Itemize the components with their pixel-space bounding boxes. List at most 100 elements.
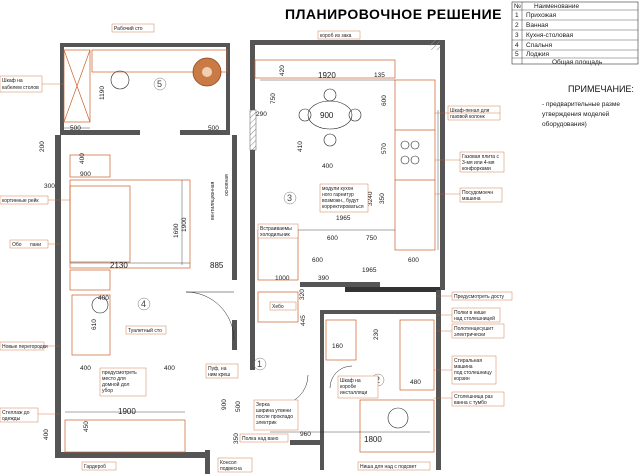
callout-label: газовой колонк [450, 113, 485, 120]
callout-label: Пуф, на [208, 366, 227, 372]
callout-label: электрик [256, 420, 277, 426]
callout-label: Туалетный сто [128, 327, 162, 334]
callout-label: Столешница раз [454, 394, 493, 400]
dimension-label: 500 [235, 401, 242, 412]
dimension-label: 1190 [99, 86, 106, 100]
dimension-label: 350 [379, 193, 386, 204]
note-block: ПРИМЕЧАНИЕ: - предварительные разме утве… [542, 84, 634, 128]
callout-label: кортинные рейк [2, 197, 39, 204]
dimension-label: 230 [373, 329, 380, 340]
dimension-label: 1690 [173, 223, 180, 238]
dimension-label: 400 [98, 295, 109, 302]
callout-label: под столешницу [454, 370, 492, 376]
callout-label: 3-мя или 4-мя [462, 160, 495, 166]
dimension-label: 610 [91, 319, 98, 330]
dimension-lines [64, 79, 439, 433]
legend-row-no: 3 [515, 32, 519, 39]
column [430, 40, 440, 50]
callout-label: Шкаф на [2, 78, 23, 84]
note-line: - предварительные разме [542, 101, 620, 108]
callout-label: Гардероб [84, 464, 106, 470]
callout-label: ного гарнитур [322, 192, 354, 198]
dimension-label: 200 [39, 141, 46, 152]
callout-label: Зерка [256, 402, 270, 408]
dimension-label: 420 [279, 65, 286, 76]
callout-label: Полотенцесушит [454, 326, 494, 332]
dimension-label: 900 [221, 399, 228, 410]
callout-label: основная [224, 174, 230, 196]
dimension-label: 300 [44, 183, 55, 190]
callout-label: одежды [2, 416, 21, 422]
legend-total: Общая площадь [552, 58, 603, 66]
dimension-label: 960 [300, 431, 311, 438]
callout-label: пани [30, 242, 41, 248]
dimension-label: 1000 [275, 275, 290, 282]
callout-label: машина [462, 196, 481, 202]
callout-label: короб из зака [320, 33, 352, 39]
dimension-label: 400 [43, 429, 50, 440]
legend-header-name: Наименование [534, 3, 579, 10]
dimension-label: 135 [374, 72, 385, 79]
walls [55, 40, 445, 474]
callout-label: Консол [220, 460, 237, 466]
dimension-label: 885 [210, 261, 224, 270]
callout-label: вентиляционная [210, 181, 216, 220]
legend-row-name: Прихожая [526, 12, 557, 19]
room-number: 4 [141, 299, 146, 309]
note-line: оборудования) [542, 120, 587, 128]
callout-label: Новые перегородки [2, 344, 48, 350]
dimension-label: 600 [408, 257, 419, 264]
dimension-label: 480 [410, 379, 421, 386]
callout-label: Стиральная [454, 358, 482, 364]
dimension-label: 3240 [367, 191, 374, 206]
callout-label: ширина утвени [256, 408, 291, 414]
page-title: ПЛАНИРОВОЧНОЕ РЕШЕНИЕ [285, 6, 502, 22]
callout-label: машина [454, 364, 473, 370]
dining-set [91, 70, 420, 429]
legend-row-no: 2 [515, 22, 519, 29]
dimension-label: 500 [208, 125, 219, 132]
dimension-label: 400 [79, 153, 86, 164]
dimension-label: 290 [256, 111, 267, 118]
room-number: 5 [157, 79, 162, 89]
dimension-label: 1900 [181, 217, 188, 232]
plant-center-icon [202, 67, 212, 77]
callout-label: корзин [454, 376, 470, 382]
callout-label: Посудомоечн [462, 190, 493, 196]
callout-label: место для [102, 376, 126, 382]
dimension-label: 410 [297, 141, 304, 152]
dimension-label: 1900 [118, 407, 136, 416]
dimension-label: 400 [80, 365, 91, 372]
dimension-label: 900 [320, 111, 334, 120]
callout-label: предусмотреть [102, 370, 137, 376]
callout-label: над столешницей [454, 315, 495, 322]
callout-label: Полки в нише [454, 310, 486, 316]
dimension-label: 400 [164, 365, 175, 372]
callout-label: ним креш [208, 372, 230, 378]
callout-label: Предусмотреть досту [454, 294, 505, 300]
legend-row-no: 1 [515, 12, 519, 19]
note-title: ПРИМЕЧАНИЕ: [568, 84, 634, 94]
door-swings [185, 291, 353, 406]
dimension-label: 750 [270, 93, 277, 104]
callout-label: корректироваться [322, 204, 364, 210]
callouts: Рабочий сто короб из зака Шкаф на кабеле… [0, 23, 513, 473]
callout-label: Обо [12, 242, 22, 248]
callout-label: убор [102, 388, 113, 394]
callout-label: Стеллаж до [2, 410, 30, 416]
note-line: утверждения моделей [542, 110, 610, 118]
callout-label: Полка над вано [242, 436, 279, 442]
callout-label: коробе [340, 384, 356, 390]
column [249, 109, 257, 151]
callout-label: Рабочий сто [114, 25, 143, 32]
dimension-label: 750 [366, 235, 377, 242]
dimension-label: 600 [327, 235, 338, 242]
dimension-label: 350 [233, 433, 240, 444]
leader-lines [38, 83, 500, 415]
legend-table: № Наименование 1 Прихожая 2 Ванная 3 Кух… [511, 1, 639, 66]
dimension-label: 600 [381, 95, 388, 106]
legend-header-no: № [514, 3, 521, 10]
legend-row-no: 4 [515, 42, 519, 49]
room-number: 3 [287, 193, 292, 203]
callout-label: Хебо [272, 304, 284, 310]
